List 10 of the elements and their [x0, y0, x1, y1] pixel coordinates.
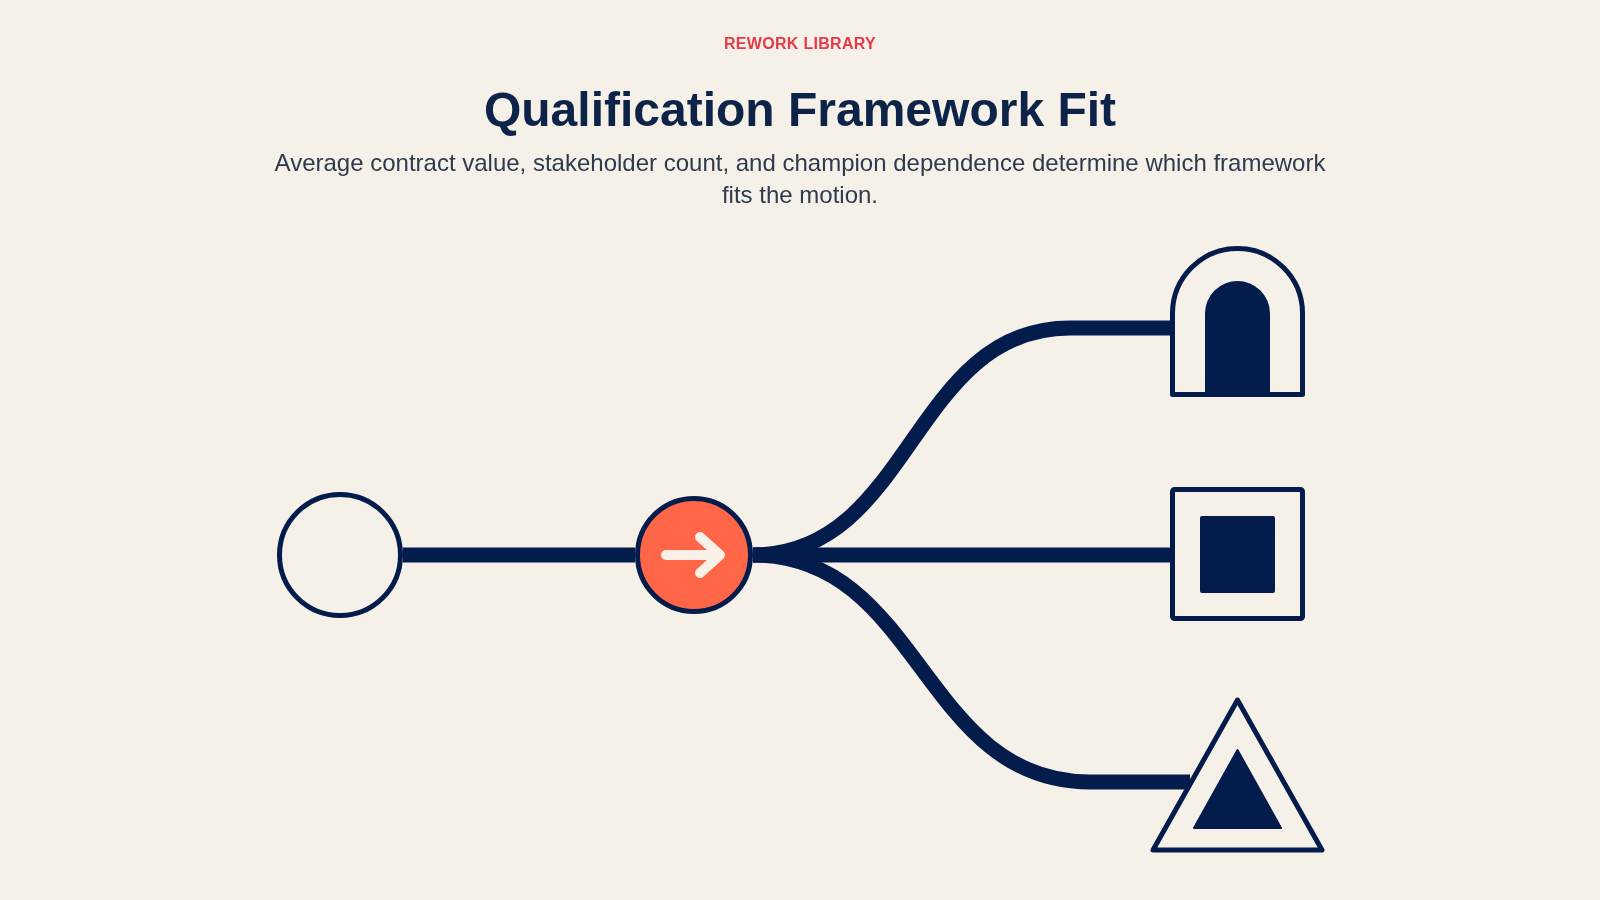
- start-circle: [277, 492, 403, 618]
- title: Qualification Framework Fit: [483, 82, 1117, 138]
- action-circle: [635, 496, 753, 614]
- subtitle: Average contract value, stakeholder count, and champion dependence determine which framework fits the motion.: [273, 148, 1327, 210]
- eyebrow-text: REWORK LIBRARY: [723, 34, 876, 54]
- triangle-symbol: [1150, 697, 1325, 854]
- connector-line: [403, 547, 635, 563]
- connector-line: [752, 547, 1190, 790]
- arch-symbol: [1170, 246, 1305, 397]
- square-symbol: [1170, 487, 1305, 621]
